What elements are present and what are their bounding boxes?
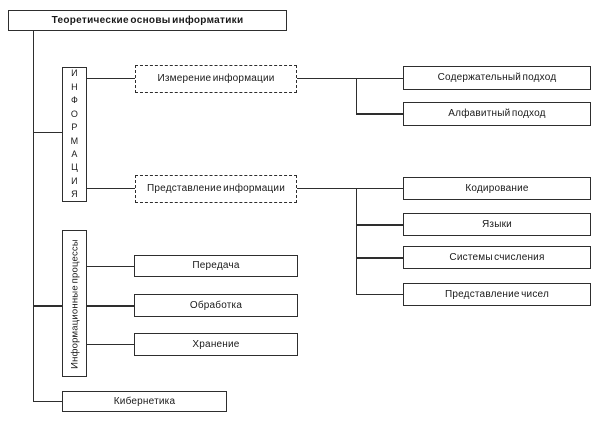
connector-to-content-approach — [356, 77, 403, 79]
connector-measurement-out — [297, 77, 356, 79]
connector-to-processing — [87, 305, 134, 307]
connector-representation-junction — [355, 187, 357, 295]
connector-trunk-to-processes — [33, 305, 62, 307]
node-number-representation: Представление чисел — [403, 283, 591, 306]
connector-trunk — [32, 31, 34, 402]
connector-information-to-measurement — [87, 77, 135, 79]
connector-to-alphabet-approach — [356, 113, 403, 115]
node-alphabet-approach: Алфавитный подход — [403, 102, 591, 126]
node-transfer: Передача — [134, 255, 298, 277]
node-measurement: Измерение информации — [135, 65, 297, 93]
node-content-approach: Содержательный подход — [403, 66, 591, 90]
connector-to-number-systems — [356, 257, 403, 259]
connector-trunk-to-cybernetics — [33, 400, 62, 402]
connector-to-number-representation — [356, 293, 403, 295]
node-coding: Кодирование — [403, 177, 591, 200]
connector-to-storage — [87, 343, 134, 345]
connector-to-coding — [356, 187, 403, 189]
node-number-systems: Системы счисления — [403, 246, 591, 269]
node-storage: Хранение — [134, 333, 298, 356]
node-languages: Языки — [403, 213, 591, 236]
node-title: Теоретические основы информатики — [8, 10, 287, 31]
connector-information-to-representation — [87, 187, 135, 189]
connector-to-transfer — [87, 265, 134, 267]
connector-to-languages — [356, 224, 403, 226]
info-processes-label: Информационные процессы — [68, 238, 80, 369]
connector-trunk-to-information — [33, 131, 62, 133]
node-information: И Н Ф О Р М А Ц И Я — [62, 67, 87, 202]
node-cybernetics: Кибернетика — [62, 391, 227, 412]
node-info-processes: Информационные процессы — [62, 230, 87, 377]
connector-measurement-junction — [355, 77, 357, 115]
node-representation: Представление информации — [135, 175, 297, 203]
connector-representation-out — [297, 187, 356, 189]
node-processing: Обработка — [134, 294, 298, 317]
